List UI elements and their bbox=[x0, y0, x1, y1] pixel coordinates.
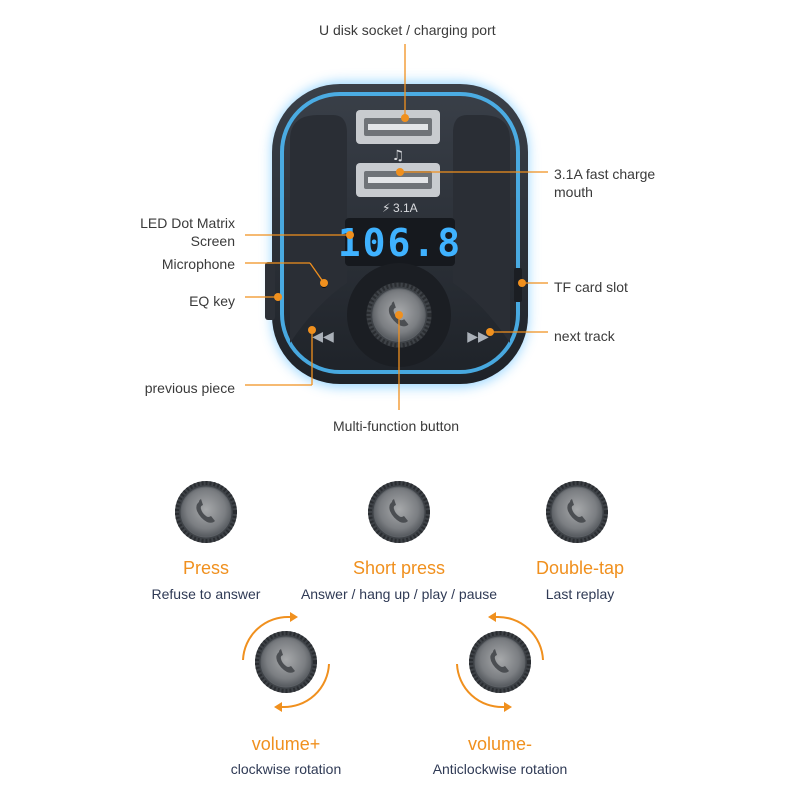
glow-ring bbox=[280, 92, 520, 374]
anticlockwise-arrow-icon bbox=[456, 615, 544, 709]
volume-up-knob bbox=[253, 629, 319, 695]
press-knob bbox=[173, 479, 239, 545]
short-press-knob bbox=[366, 479, 432, 545]
label-previous-piece: previous piece bbox=[144, 380, 235, 396]
label-u-disk: U disk socket / charging port bbox=[319, 22, 496, 38]
label-multi-function: Multi-function button bbox=[333, 418, 460, 434]
op-title-double-tap: Double-tap bbox=[535, 558, 625, 578]
led-screen bbox=[345, 218, 455, 266]
usb-port-top bbox=[356, 110, 440, 144]
display-value: 106.8 bbox=[338, 221, 462, 265]
tf-card-slot bbox=[514, 268, 522, 302]
port-rating: 3.1A bbox=[393, 201, 418, 215]
lightning-icon: ⚡ bbox=[382, 201, 390, 215]
label-microphone: Microphone bbox=[161, 256, 235, 272]
usb-port-bottom bbox=[356, 163, 440, 197]
label-fast-charge-2: mouth bbox=[554, 184, 593, 200]
eq-key[interactable] bbox=[265, 262, 275, 320]
label-eq-key: EQ key bbox=[189, 293, 235, 309]
op-title-volume-up: volume+ bbox=[251, 734, 321, 754]
cw-arrowhead-bottom bbox=[274, 702, 282, 712]
previous-track-icon[interactable]: ◀◀ bbox=[312, 329, 334, 345]
label-next-track: next track bbox=[554, 328, 615, 344]
op-desc-short-press: Answer / hang up / play / pause bbox=[300, 586, 498, 602]
double-tap-knob bbox=[544, 479, 610, 545]
op-title-volume-down: volume- bbox=[467, 734, 533, 754]
acw-arrowhead-top bbox=[488, 612, 496, 622]
op-desc-volume-up: clockwise rotation bbox=[230, 761, 342, 777]
volume-down-knob bbox=[467, 629, 533, 695]
op-desc-volume-down: Anticlockwise rotation bbox=[432, 761, 568, 777]
op-title-short-press: Short press bbox=[352, 558, 446, 578]
label-tf-slot: TF card slot bbox=[554, 279, 628, 295]
music-note-icon: ♫ bbox=[392, 148, 405, 164]
acw-arrowhead-bottom bbox=[504, 702, 512, 712]
op-desc-double-tap: Last replay bbox=[545, 586, 615, 602]
label-fast-charge-1: 3.1A fast charge bbox=[554, 166, 656, 182]
label-led-2: Screen bbox=[190, 233, 235, 249]
callout-dots bbox=[274, 114, 526, 336]
clockwise-arrow-icon bbox=[242, 615, 330, 709]
op-desc-press: Refuse to answer bbox=[151, 586, 261, 602]
op-title-press: Press bbox=[182, 558, 229, 578]
callout-lines bbox=[245, 44, 548, 410]
next-track-icon[interactable]: ▶▶ bbox=[467, 329, 489, 345]
left-panel bbox=[290, 115, 347, 343]
label-led-1: LED Dot Matrix bbox=[140, 215, 235, 231]
cw-arrowhead-top bbox=[290, 612, 298, 622]
